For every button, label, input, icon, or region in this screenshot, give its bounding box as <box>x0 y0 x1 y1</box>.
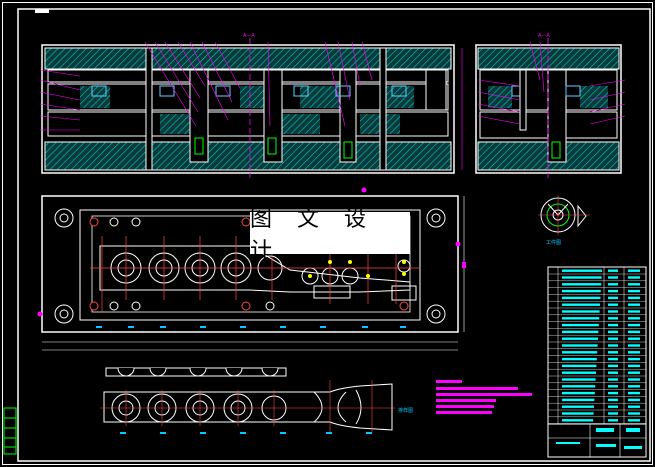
strip-layout: 排样图 <box>100 367 413 434</box>
bill-of-materials <box>547 266 647 458</box>
watermark-text: 图 文 设 计 <box>250 207 410 264</box>
strip-layout-label: 排样图 <box>398 407 413 414</box>
corner-tab <box>35 9 49 13</box>
side-view-title: A—A <box>538 33 550 39</box>
technical-requirements <box>436 380 532 414</box>
workpiece-label: 工件图 <box>546 239 561 246</box>
side-section-view: A—A <box>475 33 626 178</box>
side-revision-strip <box>3 407 17 455</box>
front-view-title: A—A <box>243 33 255 39</box>
workpiece-view: 工件图 <box>538 195 590 246</box>
front-section-view: A—A <box>39 33 463 178</box>
inner-frame <box>17 8 651 462</box>
